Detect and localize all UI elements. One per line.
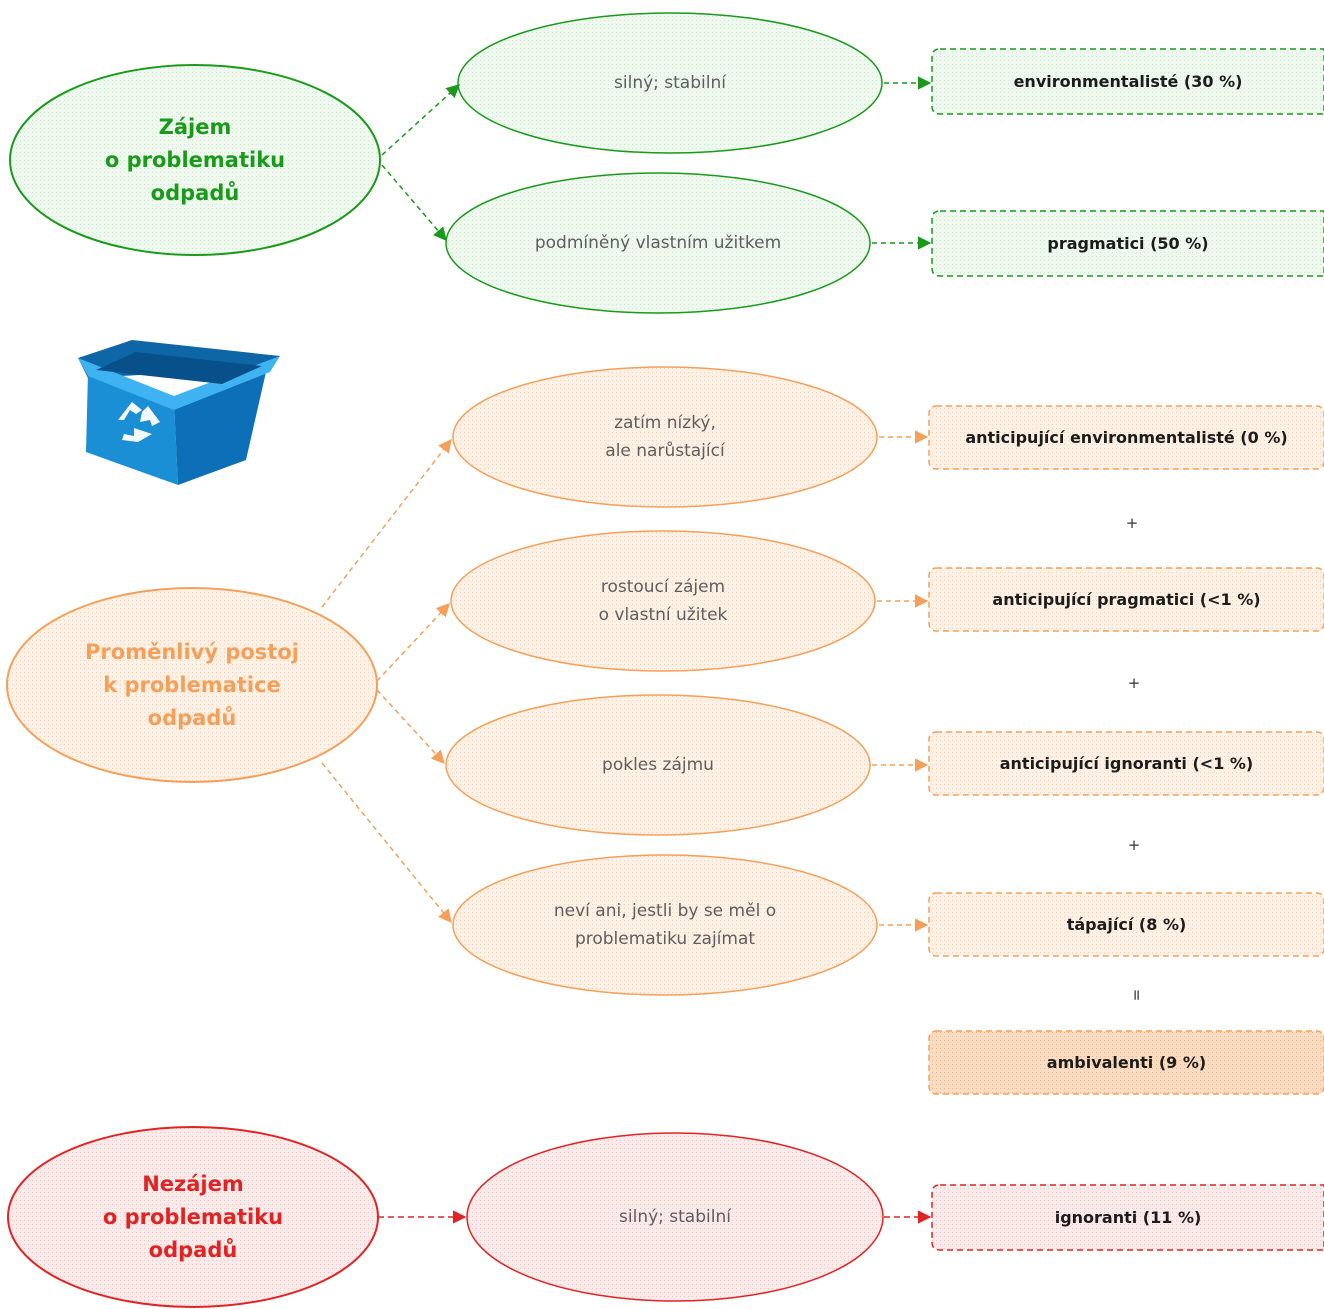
interest-state-ellipse-2 bbox=[445, 172, 871, 314]
variable-segment-box-3 bbox=[928, 731, 1324, 796]
variable-arrow-to-state-2 bbox=[376, 603, 450, 682]
interest-segment-box-1 bbox=[931, 48, 1324, 115]
interest-state-label-2: podmíněný vlastním užitkem bbox=[534, 233, 782, 253]
variable-state-ellipse-4 bbox=[452, 854, 878, 996]
equals-sign: = bbox=[1128, 988, 1146, 1002]
variable-segment-label-1: anticipující environmentalisté (0 %) bbox=[965, 428, 1288, 447]
interest-segment-box-2 bbox=[931, 210, 1324, 277]
group-variable bbox=[6, 366, 1324, 1095]
variable-state-label-1: zatím nízký, ale narůstající bbox=[605, 413, 725, 461]
variable-segment-label-4: tápající (8 %) bbox=[1066, 915, 1187, 934]
disinterest-segment-label-1: ignoranti (11 %) bbox=[1054, 1208, 1202, 1227]
variable-segment-label-3: anticipující ignoranti (<1 %) bbox=[999, 754, 1254, 773]
variable-total-label: ambivalenti (9 %) bbox=[1046, 1053, 1207, 1072]
interest-state-label-1: silný; stabilní bbox=[614, 73, 726, 93]
interest-state-ellipse-1 bbox=[457, 12, 883, 154]
plus-sign-1: + bbox=[1125, 514, 1139, 532]
group-disinterest bbox=[7, 1126, 1324, 1308]
variable-state-label-2: rostoucí zájem o vlastní užitek bbox=[598, 577, 728, 625]
variable-state-label-4: neví ani, jestli by se měl o problematik… bbox=[553, 901, 777, 949]
variable-title: Proměnlivý postoj k problematice odpadů bbox=[85, 639, 299, 730]
interest-title: Zájem o problematiku odpadů bbox=[104, 114, 286, 205]
variable-state-ellipse-1 bbox=[452, 366, 878, 508]
variable-segment-box-4 bbox=[928, 892, 1324, 957]
variable-state-ellipse-2 bbox=[450, 530, 876, 672]
recycle-bin-icon bbox=[78, 340, 280, 485]
variable-state-label-3: pokles zájmu bbox=[602, 755, 714, 775]
disinterest-segment-box-1 bbox=[931, 1184, 1324, 1251]
variable-arrow-to-state-4 bbox=[321, 762, 452, 924]
interest-main-ellipse bbox=[9, 64, 381, 256]
disinterest-state-ellipse-1 bbox=[466, 1132, 884, 1302]
interest-segment-label-2: pragmatici (50 %) bbox=[1047, 234, 1209, 253]
variable-main-ellipse bbox=[6, 587, 378, 783]
plus-sign-3: + bbox=[1127, 836, 1141, 854]
interest-arrow-to-state-2 bbox=[381, 164, 447, 242]
variable-segment-label-2: anticipující pragmatici (<1 %) bbox=[992, 590, 1261, 609]
variable-total-box bbox=[928, 1030, 1324, 1095]
disinterest-state-label-1: silný; stabilní bbox=[619, 1207, 731, 1227]
variable-state-ellipse-3 bbox=[445, 694, 871, 836]
plus-sign-2: + bbox=[1127, 674, 1141, 692]
group-interest bbox=[9, 12, 1324, 314]
variable-segment-box-1 bbox=[928, 405, 1324, 470]
interest-segment-label-1: environmentalisté (30 %) bbox=[1013, 72, 1243, 91]
variable-arrow-to-state-3 bbox=[376, 689, 445, 764]
interest-arrow-to-state-1 bbox=[381, 84, 460, 156]
variable-arrow-to-state-1 bbox=[321, 438, 452, 608]
variable-segment-box-2 bbox=[928, 567, 1324, 632]
disinterest-title: Nezájem o problematiku odpadů bbox=[102, 1171, 284, 1262]
